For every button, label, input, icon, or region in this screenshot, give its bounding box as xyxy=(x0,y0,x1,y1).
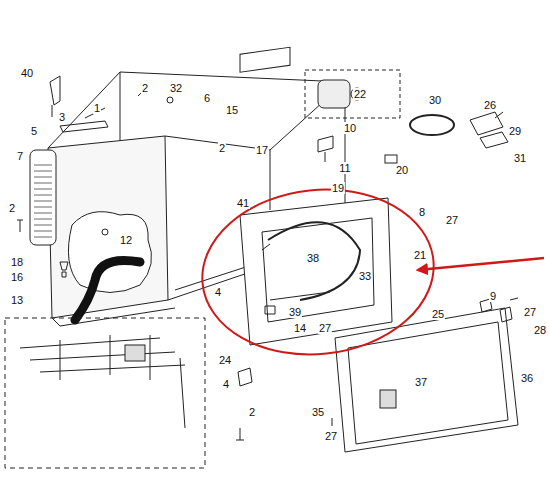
callout-number: 1 xyxy=(93,102,101,114)
washer xyxy=(167,97,173,103)
drive-belt xyxy=(410,115,454,135)
highlight-ellipse xyxy=(194,178,442,365)
screw xyxy=(332,418,333,426)
callout-number: 40 xyxy=(20,67,34,79)
callout-number: 22 xyxy=(353,88,367,100)
callout-number: 3 xyxy=(58,111,66,123)
callout-number: 13 xyxy=(10,294,24,306)
callout-number: 41 xyxy=(236,197,250,209)
callout-number: 17 xyxy=(255,144,269,156)
callout-number: 37 xyxy=(414,376,428,388)
callout-number: 31 xyxy=(513,152,527,164)
callout-number: 16 xyxy=(10,271,24,283)
front-panel xyxy=(240,198,392,345)
door-strike xyxy=(480,298,518,322)
callout-number: 2 xyxy=(248,406,256,418)
leveling-foot xyxy=(60,262,68,277)
callout-number: 27 xyxy=(445,214,459,226)
callout-number: 25 xyxy=(431,308,445,320)
callout-number: 11 xyxy=(338,162,351,174)
callout-number: 14 xyxy=(293,322,307,334)
callout-number: 9 xyxy=(489,290,497,302)
pointer-arrow xyxy=(418,258,544,270)
callout-number: 28 xyxy=(533,324,547,336)
callout-number: 36 xyxy=(520,372,534,384)
callout-number: 29 xyxy=(508,125,522,137)
control-bracket xyxy=(240,47,290,72)
lint-screen-slot xyxy=(270,292,330,300)
callout-number: 2 xyxy=(141,82,149,94)
exhaust-hose xyxy=(75,260,140,320)
idler-spring xyxy=(495,112,503,118)
callout-number: 30 xyxy=(428,94,442,106)
callout-number: 33 xyxy=(358,270,372,282)
motor xyxy=(318,80,350,108)
callout-number: 27 xyxy=(324,430,338,442)
callout-number: 19 xyxy=(331,182,345,194)
callout-number: 38 xyxy=(306,252,320,264)
callout-number: 5 xyxy=(30,125,38,137)
felt-pad xyxy=(385,155,397,163)
screw xyxy=(85,92,142,118)
callout-number: 39 xyxy=(288,306,302,318)
callout-number: 18 xyxy=(10,256,24,268)
callout-number: 27 xyxy=(318,322,332,334)
screw xyxy=(236,428,244,440)
callout-number: 6 xyxy=(203,92,211,104)
screw xyxy=(17,220,23,232)
door-outer-panel xyxy=(335,308,518,452)
door-seal xyxy=(268,222,360,300)
callout-number: 7 xyxy=(16,150,24,162)
callout-number: 27 xyxy=(523,306,537,318)
callout-number: 4 xyxy=(222,378,230,390)
door-handle xyxy=(380,390,396,408)
door-face xyxy=(348,322,508,444)
callout-number: 2 xyxy=(218,142,226,154)
motor-group xyxy=(305,70,400,118)
callout-number: 26 xyxy=(483,99,497,111)
door-opening xyxy=(262,218,374,322)
bracket xyxy=(60,121,108,132)
idler-bracket xyxy=(470,112,508,148)
callout-number: 8 xyxy=(418,206,426,218)
callout-number: 12 xyxy=(119,234,133,246)
callout-number: 24 xyxy=(218,354,232,366)
callout-number: 2 xyxy=(8,202,16,214)
switch xyxy=(318,136,333,162)
wire-harness xyxy=(20,335,185,428)
harness-connector xyxy=(125,345,145,361)
side-trim xyxy=(30,150,56,245)
harness-group xyxy=(5,318,205,468)
cutaway xyxy=(68,212,151,293)
callout-number: 32 xyxy=(169,82,183,94)
callout-number: 15 xyxy=(225,104,239,116)
callout-number: 21 xyxy=(413,249,427,261)
door-hinge xyxy=(262,244,275,314)
left-side-panel xyxy=(48,136,168,318)
callout-number: 10 xyxy=(343,122,357,134)
callout-number: 20 xyxy=(395,164,409,176)
callout-number: 4 xyxy=(214,286,222,298)
side-vents xyxy=(34,160,52,238)
callout-number: 35 xyxy=(311,406,325,418)
door-hinge xyxy=(238,368,252,386)
screw xyxy=(102,229,108,235)
